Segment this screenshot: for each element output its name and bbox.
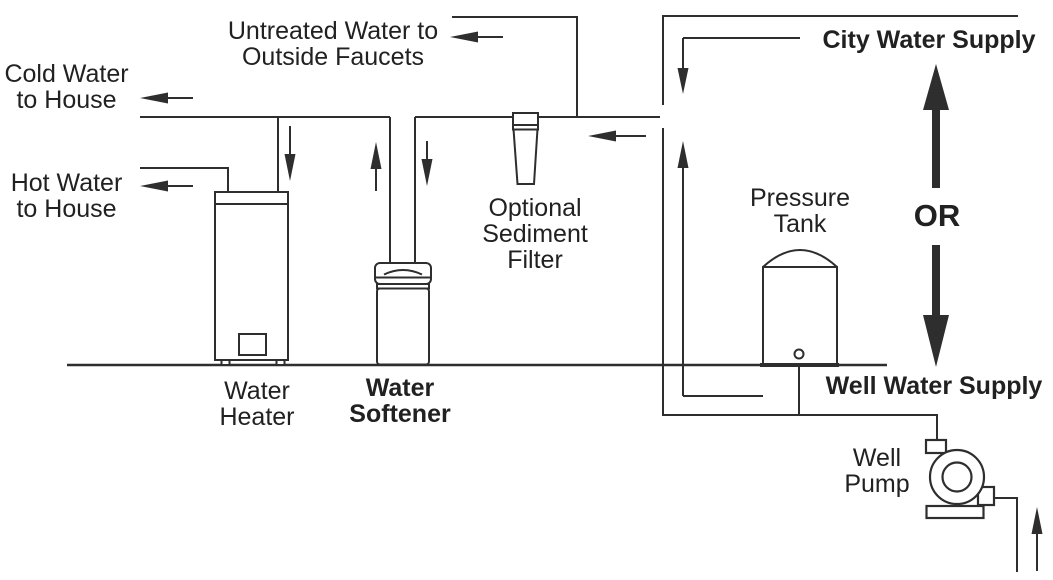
water-softener-figure [374,262,432,366]
label-optional-sediment-filter: Optional Sediment Filter [482,194,588,274]
water-heater-access-panel [238,333,267,356]
pressure-tank-body [762,266,838,365]
untreated-water-arrow [450,31,503,43]
pump-base [925,504,985,520]
pump-inlet-up-arrow [1031,507,1043,571]
city-flow-down-arrow [677,38,689,94]
filter-head-band [512,124,539,131]
filter-cartridge-body [512,128,539,185]
well-flow-up-arrow [677,141,689,396]
pump-top-fitting [924,438,948,455]
softener-dome-arc [383,269,423,276]
softener-down-arrow [421,141,433,186]
water-heater-body [214,191,289,361]
water-heater-figure [214,191,289,366]
big-up-arrow-city [923,64,949,188]
label-or: OR [913,198,961,233]
pressure-tank-dome [762,249,838,268]
pump-housing-inner [941,461,973,493]
sediment-filter-figure [512,112,539,185]
label-hot-water-to-house: Hot Water to House [10,169,123,223]
label-water-heater: Water Heater [219,377,295,431]
pressure-tank-outlet-fitting [793,348,805,360]
big-down-arrow-well [923,245,949,367]
well-pump-figure [924,438,996,520]
label-well-water-supply: Well Water Supply [825,372,1043,400]
softener-valve-cap [374,262,432,285]
label-water-softener: Water Softener [349,374,451,428]
label-cold-water-to-house: Cold Water to House [4,60,129,114]
pressure-tank-figure [760,249,839,367]
cold-water-arrow [140,92,193,104]
label-well-pump: Well Pump [844,444,910,498]
label-city-water-supply: City Water Supply [822,26,1036,54]
pressure-tank-base [760,363,839,367]
main-pipe-flow-arrow [588,130,646,142]
pump-right-fitting [976,485,996,507]
label-pressure-tank: Pressure Tank [749,184,851,238]
heater-down-arrow [284,126,296,181]
filter-head [512,112,539,126]
softener-tank-body [376,287,430,366]
hot-water-arrow [140,180,193,192]
label-untreated-water: Untreated Water to Outside Faucets [227,17,439,71]
softener-up-arrow [370,142,382,191]
